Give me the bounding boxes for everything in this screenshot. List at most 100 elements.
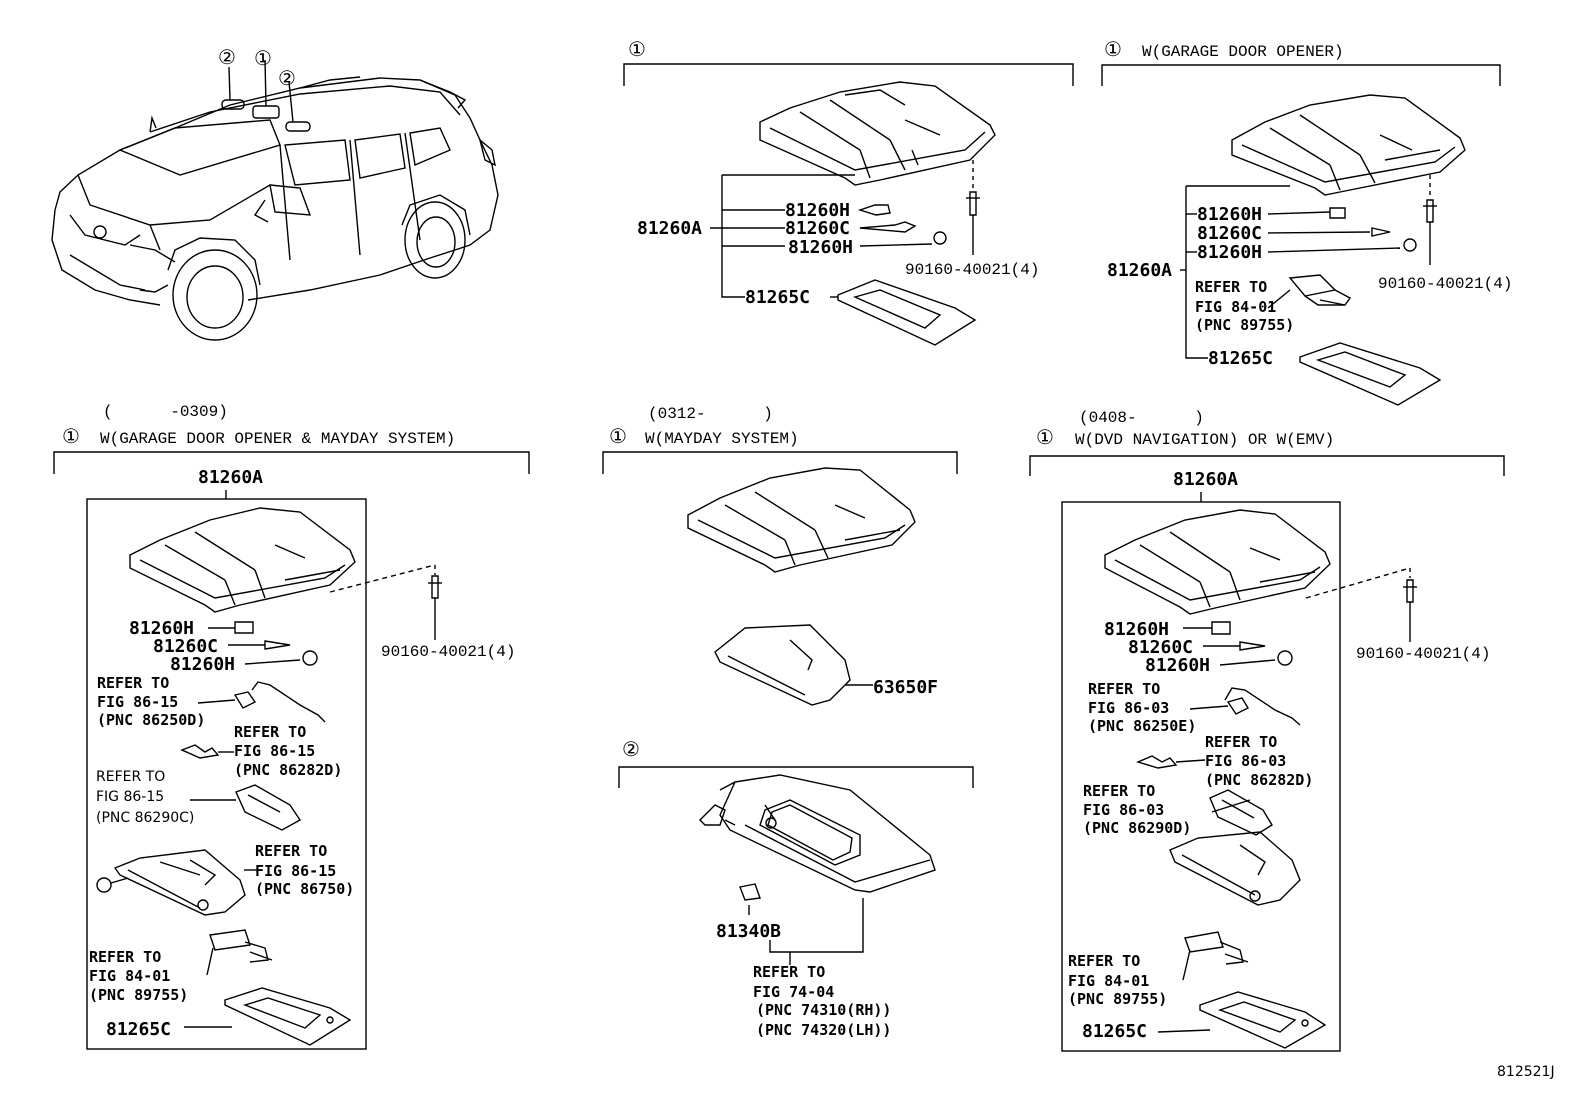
reference-label: (PNC 89755) bbox=[89, 986, 188, 1004]
panel-mayday-system: (0312- ) ① W(MAYDAY SYSTEM) 63650F bbox=[602, 405, 958, 706]
reference-label: REFER TO bbox=[1088, 680, 1160, 698]
reference-label: (PNC 86290D) bbox=[1083, 819, 1191, 837]
screw-icon bbox=[1403, 568, 1417, 642]
bulb-icon bbox=[1239, 641, 1266, 651]
sunvisor-lamp-location-right bbox=[285, 121, 311, 132]
panel-garage-door-mayday: ( -0309) ① W(GARAGE DOOR OPENER & MAYDAY… bbox=[53, 403, 530, 1050]
production-period: ( -0309) bbox=[103, 403, 228, 421]
reference-label: (PNC 86250E) bbox=[1088, 717, 1196, 735]
reference-label: (PNC 74320(LH)) bbox=[756, 1021, 891, 1039]
bulb-icon bbox=[1329, 207, 1346, 219]
lamp-lens bbox=[184, 987, 352, 1046]
console-lamp-housing bbox=[1104, 509, 1331, 615]
panel-marker: ② bbox=[622, 737, 640, 761]
figure-code: 812521J bbox=[1497, 1064, 1555, 1080]
bulb-icon bbox=[1371, 227, 1391, 237]
reference-label: FIG 84-01 bbox=[1068, 972, 1149, 990]
part-label-81260h: 81260H bbox=[170, 654, 235, 675]
console-lamp-housing bbox=[1231, 94, 1466, 196]
leader-line bbox=[264, 59, 267, 107]
reference-label: FIG 86-15 bbox=[97, 693, 178, 711]
part-label-81260h: 81260H bbox=[1197, 204, 1262, 225]
connector-icon bbox=[1182, 931, 1249, 981]
leader-line bbox=[228, 66, 231, 101]
panel-marker: ① bbox=[609, 424, 627, 448]
connector-icon bbox=[206, 929, 273, 976]
sun-visor-icon bbox=[699, 774, 936, 893]
group-bracket bbox=[721, 175, 745, 298]
reference-label: REFER TO bbox=[96, 769, 165, 785]
bulb-icon bbox=[1403, 238, 1417, 252]
production-period: (0312- ) bbox=[648, 405, 773, 423]
panel-console-lamp: ① bbox=[623, 37, 1074, 346]
panel-marker: ① bbox=[1036, 425, 1054, 449]
bulb-icon bbox=[1277, 650, 1293, 666]
part-label-81260h: 81260H bbox=[1197, 242, 1262, 263]
reference-label: (PNC 86290C) bbox=[96, 810, 194, 826]
map-lamp-icon bbox=[714, 624, 873, 706]
part-label-81260c: 81260C bbox=[153, 636, 218, 657]
part-label-screw: 90160-40021(4) bbox=[1378, 275, 1512, 293]
bulb-icon bbox=[739, 883, 761, 901]
console-lamp-housing bbox=[759, 81, 996, 186]
part-label-81265c: 81265C bbox=[106, 1019, 171, 1040]
reference-label: (PNC 86250D) bbox=[97, 711, 205, 729]
production-period: (0408- ) bbox=[1079, 409, 1204, 427]
reference-label: REFER TO bbox=[89, 948, 161, 966]
panel-garage-door-opener: ① W(GARAGE DOOR OPENER) bbox=[1101, 37, 1512, 406]
bulb-icon bbox=[302, 650, 318, 666]
reference-label: FIG 84-01 bbox=[1195, 298, 1276, 316]
bulb-icon bbox=[234, 621, 254, 634]
part-label-81260h: 81260H bbox=[1104, 619, 1169, 640]
reference-label: REFER TO bbox=[234, 723, 306, 741]
panel-bracket bbox=[1029, 455, 1505, 476]
vehicle-overview: ② ① ② bbox=[51, 45, 499, 341]
console-lamp-housing bbox=[687, 467, 916, 573]
bulb-icon bbox=[1211, 621, 1231, 635]
reference-label: REFER TO bbox=[255, 842, 327, 860]
part-label-81260h: 81260H bbox=[788, 237, 853, 258]
reference-label: REFER TO bbox=[1083, 782, 1155, 800]
part-label-81265c: 81265C bbox=[745, 287, 810, 308]
reference-label: REFER TO bbox=[1205, 733, 1277, 751]
part-label-81265c: 81265C bbox=[1208, 348, 1273, 369]
reference-label: FIG 86-03 bbox=[1205, 752, 1286, 770]
part-label-81260a: 81260A bbox=[198, 467, 263, 488]
reference-label: FIG 74-04 bbox=[753, 983, 834, 1001]
bulb-icon bbox=[857, 204, 891, 216]
part-label-81340b: 81340B bbox=[716, 921, 781, 942]
reference-label: FIG 84-01 bbox=[89, 967, 170, 985]
switch-icon bbox=[1209, 789, 1273, 836]
reference-label: FIG 86-15 bbox=[255, 862, 336, 880]
panel-bracket bbox=[1101, 64, 1501, 86]
reference-label: FIG 86-15 bbox=[234, 742, 315, 760]
sunvisor-lamp-location-left bbox=[221, 99, 245, 110]
map-lamp-icon bbox=[96, 849, 258, 916]
part-label-screw: 90160-40021(4) bbox=[381, 643, 515, 661]
group-bracket bbox=[769, 898, 864, 953]
reference-label: (PNC 86750) bbox=[255, 880, 354, 898]
panel-marker: ① bbox=[62, 424, 80, 448]
panel-sun-visor: ② 81340B REFER TO FIG 74-04 (PNC 74310(R… bbox=[618, 737, 974, 1039]
callout-marker-2: ② bbox=[278, 66, 296, 90]
panel-title: W(DVD NAVIGATION) OR W(EMV) bbox=[1075, 431, 1334, 449]
console-lamp-housing bbox=[129, 507, 356, 613]
panel-bracket bbox=[53, 451, 530, 474]
map-lamp-icon bbox=[1169, 831, 1301, 906]
leader-line bbox=[288, 81, 294, 123]
console-lamp-location bbox=[252, 105, 280, 119]
bulb-icon bbox=[859, 231, 947, 247]
reference-label: (PNC 89755) bbox=[1068, 990, 1167, 1008]
part-label-81260h: 81260H bbox=[1145, 655, 1210, 676]
part-label-81260h: 81260H bbox=[785, 200, 850, 221]
reference-label: REFER TO bbox=[753, 963, 825, 981]
part-label-screw: 90160-40021(4) bbox=[1356, 645, 1490, 663]
panel-title: W(GARAGE DOOR OPENER & MAYDAY SYSTEM) bbox=[100, 430, 455, 448]
lamp-lens bbox=[1157, 991, 1327, 1049]
lamp-lens bbox=[830, 279, 977, 346]
screw-icon bbox=[966, 160, 980, 255]
panel-bracket bbox=[618, 766, 974, 788]
part-label-screw: 90160-40021(4) bbox=[905, 261, 1039, 279]
reference-label: FIG 86-03 bbox=[1088, 699, 1169, 717]
